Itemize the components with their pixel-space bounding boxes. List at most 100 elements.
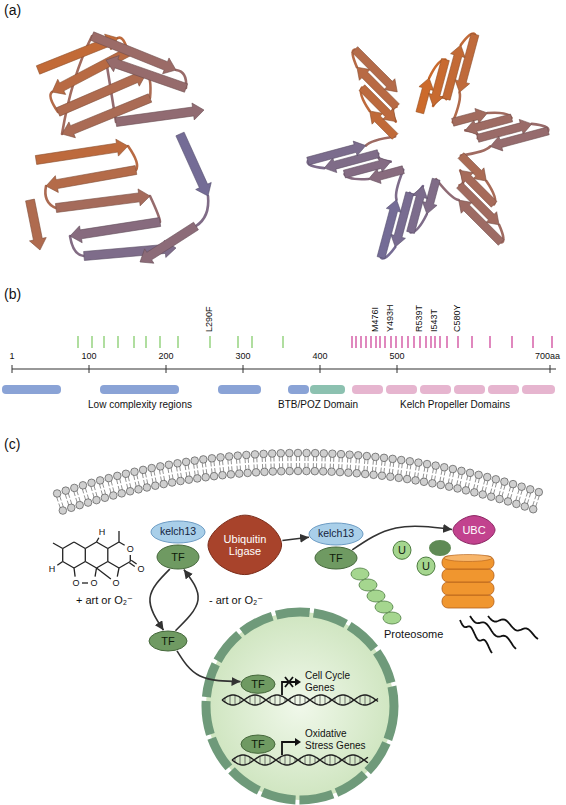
proteasome-ring [442, 582, 494, 595]
mutation-tick [145, 336, 146, 348]
artemisinin-molecule [53, 531, 137, 583]
chemical-bond [108, 542, 119, 549]
lipid-head [406, 457, 414, 465]
dna-rung [240, 755, 241, 764]
node-shape [417, 557, 435, 575]
axis-tick [243, 365, 244, 373]
lipid-head [76, 501, 84, 509]
domain-bar [420, 385, 451, 394]
chemical-bond [85, 542, 96, 549]
lipid-head [208, 455, 216, 463]
nucleus-fill [206, 612, 394, 800]
ubiquitin-oval [375, 601, 393, 613]
lipid-head [529, 505, 537, 513]
lipid-head [501, 478, 509, 486]
node-text: U [398, 544, 406, 556]
dna-rung [340, 695, 341, 704]
lipid-head [346, 451, 354, 459]
lipid-head [380, 454, 388, 462]
lipid-head [449, 465, 457, 473]
lipid-head [471, 489, 479, 497]
dna-rung [355, 755, 356, 765]
node-text: TF [171, 551, 184, 563]
dna-helix [222, 695, 378, 705]
domain-label: Low complexity regions [88, 399, 192, 411]
dna-rung [365, 695, 366, 705]
domain-bar [288, 385, 309, 394]
domain-bar [218, 385, 261, 394]
chemical-bond [131, 560, 136, 564]
axis-tick [89, 365, 90, 373]
lipid-head [378, 472, 386, 480]
node-text: TF [251, 678, 264, 690]
ubiquitin: U [416, 556, 436, 576]
dna-rung [265, 755, 266, 765]
lipid-head [210, 472, 218, 480]
proteasome-ring [442, 569, 494, 582]
atom-label: H [49, 565, 56, 574]
lipid-head [96, 477, 104, 485]
beta-strand [459, 200, 504, 245]
lipid-head [361, 470, 369, 478]
mutation-tick [390, 336, 391, 348]
lipid-head [509, 480, 517, 488]
lipid-head [466, 469, 474, 477]
gene-label: Cell Cycle Genes [305, 670, 367, 693]
degraded-factor [429, 540, 451, 556]
block-mark [285, 677, 293, 687]
peptide [488, 616, 538, 639]
node-shape [393, 541, 411, 559]
lipid-head [101, 494, 109, 502]
connector-arrow [150, 569, 170, 630]
edge-label: - art or O₂⁻ [209, 594, 263, 607]
beta-strand [55, 189, 150, 213]
node-text: TF [161, 635, 174, 647]
lipid-head [353, 469, 361, 477]
lipid-head [182, 458, 190, 466]
lipid-head [269, 468, 277, 476]
connector-arrow [175, 570, 198, 631]
lipid-head [268, 450, 276, 458]
chemical-bond [108, 562, 119, 569]
chemical-bond [74, 562, 85, 569]
mutation-tick [177, 336, 178, 348]
gene-arrow [282, 742, 295, 755]
strand-group [307, 33, 549, 258]
mutation-label: R539T [414, 305, 424, 332]
node-shape [453, 516, 495, 545]
mutation-tick [384, 336, 385, 348]
mutation-tick [446, 336, 447, 348]
lipid-head [329, 450, 337, 458]
mutation-tick [365, 336, 366, 348]
chemical-bond [74, 568, 75, 577]
dna-strand [222, 695, 378, 705]
mutation-tick [425, 336, 426, 348]
lipid-head [521, 503, 529, 511]
lipid-head [165, 461, 173, 469]
dna-rung [260, 756, 261, 764]
mutation-tick [159, 336, 160, 348]
beta-strand [106, 56, 187, 93]
lipid-head [227, 471, 235, 479]
lipid-head [454, 485, 462, 493]
conjugating-enzyme: UBC [452, 515, 496, 545]
panel-letter: (a) [4, 2, 21, 18]
dna-rung [260, 696, 261, 704]
proteasome [442, 555, 494, 609]
beta-strand [490, 127, 549, 151]
domain-map [2, 336, 556, 394]
lipid-head [420, 478, 428, 486]
chemical-bond [85, 549, 86, 562]
dna-rung [270, 756, 271, 764]
node-text: TF [329, 552, 342, 564]
atom-label: O [112, 579, 119, 588]
mutation-tick [532, 336, 533, 348]
lipid-head [234, 452, 242, 460]
lipid-head [395, 474, 403, 482]
dna-strand [232, 755, 368, 765]
ubiquitin-oval [359, 579, 377, 591]
dna-rung [280, 695, 281, 704]
dna-rung [320, 695, 321, 705]
lipid-head [225, 453, 233, 461]
